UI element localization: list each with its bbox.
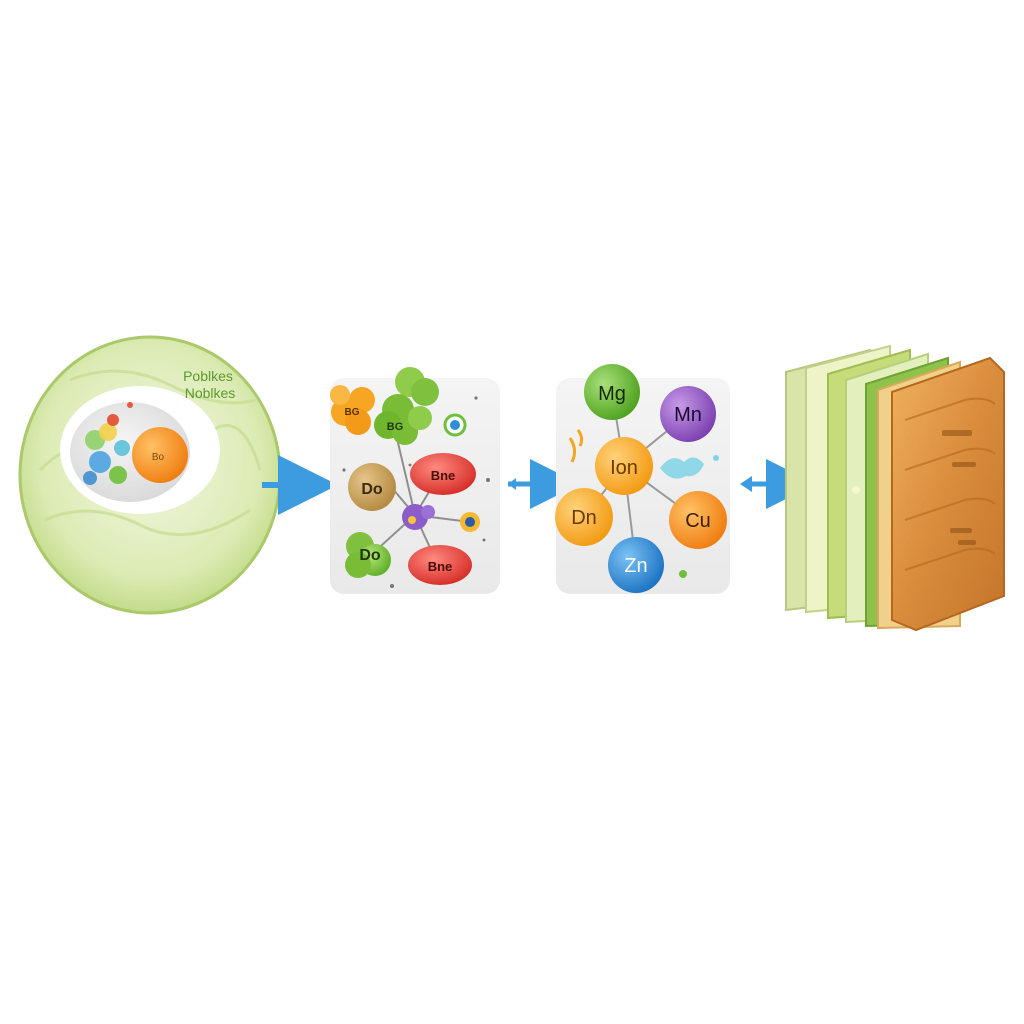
blob-mid-left: Do xyxy=(348,463,396,511)
element-cu-label: Cu xyxy=(685,510,711,532)
element-mn-label: Mn xyxy=(674,404,702,426)
element-cu: Cu xyxy=(669,491,727,549)
element-zn-label: Zn xyxy=(624,555,647,577)
element-left-label: Dn xyxy=(571,507,597,529)
layered-block xyxy=(785,344,1005,632)
element-zn: Zn xyxy=(608,537,664,593)
element-mg: Mg xyxy=(584,364,640,420)
plant-cell: Bo Poblkes Noblkes xyxy=(18,335,282,615)
molecules-panel: BG BG Do Bne xyxy=(330,367,500,594)
nucleus-label: Bo xyxy=(152,452,165,463)
blob-top-left: BG xyxy=(330,385,375,435)
element-mg-label: Mg xyxy=(598,383,626,405)
nucleolus xyxy=(132,427,188,483)
oval-bottom-label: Bne xyxy=(428,559,453,574)
blob-top-right-label: BG xyxy=(387,421,404,433)
oval-top: Bne xyxy=(410,453,476,495)
blob-bottom-left: Do xyxy=(345,532,391,578)
cell-label-line1: Poblkes xyxy=(183,368,233,384)
oval-bottom: Bne xyxy=(408,545,472,585)
element-center-label: Ion xyxy=(610,457,638,479)
oval-top-label: Bne xyxy=(431,468,456,483)
blob-top-right: BG xyxy=(374,367,439,445)
arrow-right-2 xyxy=(508,459,580,509)
wood-slab xyxy=(891,356,1005,632)
elements-panel: Mg Mn Ion Dn Cu Zn xyxy=(555,364,730,594)
element-mn: Mn xyxy=(660,386,716,442)
cell-label-line2: Noblkes xyxy=(185,385,236,401)
blob-bottom-left-label: Do xyxy=(359,547,381,564)
element-center: Ion xyxy=(595,437,653,495)
blob-mid-left-label: Do xyxy=(361,481,383,498)
blob-top-left-label: BG xyxy=(345,407,360,418)
element-left: Dn xyxy=(555,488,613,546)
